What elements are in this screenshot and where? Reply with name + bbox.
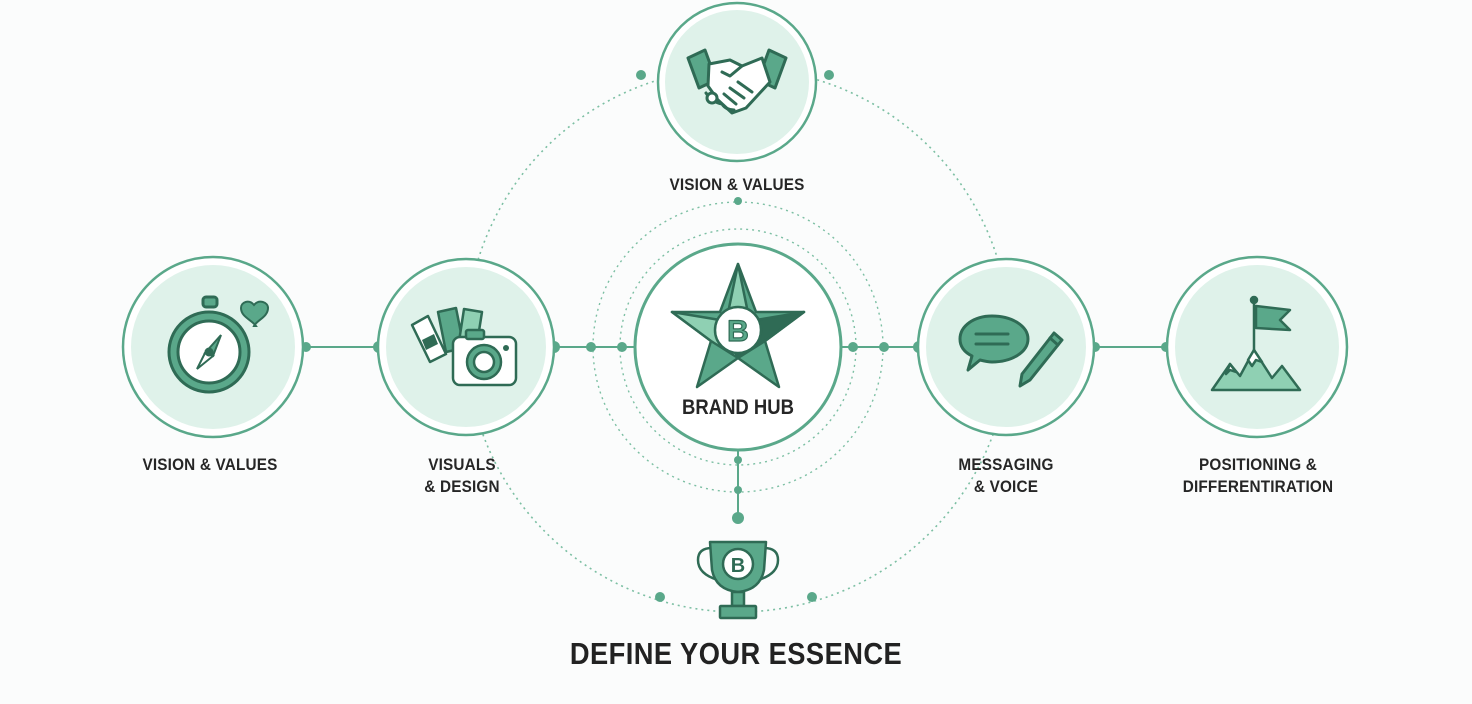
speech-pen-icon	[958, 314, 1064, 388]
trophy-b-icon: B	[696, 540, 780, 620]
node-left[interactable]	[376, 257, 556, 437]
star-b-icon: B	[670, 262, 806, 389]
node-top-label: VISION & VALUES	[669, 175, 805, 194]
camera-swatches-icon	[410, 306, 518, 387]
handshake-icon	[686, 48, 788, 115]
svg-text:B: B	[731, 555, 745, 577]
footer-title: DEFINE YOUR ESSENCE	[569, 636, 903, 671]
node-right-label: MESSAGING & VOICE	[916, 454, 1096, 498]
node-right-label-line2: & VOICE	[973, 477, 1039, 496]
mountain-flag-icon	[1210, 295, 1302, 392]
node-right[interactable]	[916, 257, 1096, 437]
node-left-label-line1: VISUALS	[428, 455, 496, 474]
node-far-right-label: POSITIONING & DIFFERENTIRATION	[1164, 454, 1353, 498]
hub-label: BRAND HUB	[682, 396, 794, 419]
node-far-right-label-line2: DIFFERENTIRATION	[1182, 477, 1334, 496]
node-far-right-label-line1: POSITIONING &	[1199, 455, 1317, 474]
node-far-left[interactable]	[121, 255, 305, 439]
hub-node[interactable]: B	[633, 242, 843, 452]
node-far-left-label: VISION & VALUES	[142, 455, 278, 474]
svg-text:B: B	[727, 315, 749, 348]
node-left-label: VISUALS & DESIGN	[372, 454, 552, 498]
node-left-label-line2: & DESIGN	[424, 477, 500, 496]
node-top[interactable]	[656, 1, 818, 163]
node-far-right[interactable]	[1165, 255, 1349, 439]
compass-heart-icon	[167, 295, 270, 394]
node-right-label-line1: MESSAGING	[958, 455, 1054, 474]
